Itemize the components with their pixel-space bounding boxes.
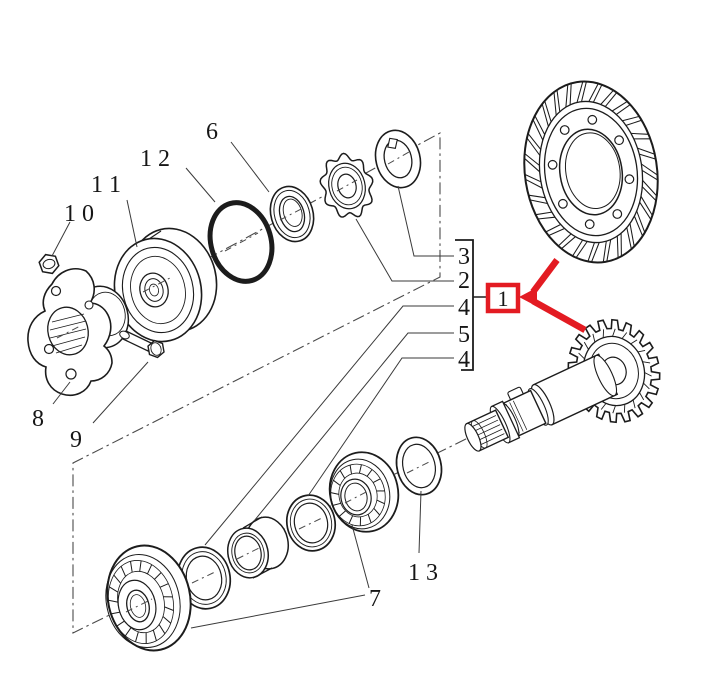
callout-8: 8 — [32, 406, 44, 432]
castellated-nut — [319, 152, 374, 218]
bracket-item-5: 5 — [458, 322, 470, 348]
red-arrowhead-icon — [519, 287, 537, 307]
callout-6: 6 — [206, 119, 218, 145]
bracket-item-4b: 4 — [458, 347, 470, 373]
seal-ring — [269, 185, 315, 243]
pinion-gear-shaft — [464, 318, 661, 452]
bearing-cup — [285, 494, 337, 552]
callout-10: 1 0 — [64, 201, 94, 227]
bracket-item-2: 2 — [458, 268, 470, 294]
red-arrow-to-crown-gear — [530, 258, 560, 294]
nut — [38, 253, 60, 275]
spacer — [227, 516, 289, 579]
pinion-shaft — [464, 353, 619, 452]
crown-gear — [523, 80, 659, 264]
yoke-flange — [27, 268, 130, 397]
callout-13: 1 3 — [408, 560, 438, 586]
tab-washer — [374, 129, 422, 189]
crown-gear-bolt-holes — [547, 114, 635, 230]
callout-12: 1 2 — [140, 146, 170, 172]
bracket-item-3: 3 — [458, 244, 470, 270]
callout-7: 7 — [369, 586, 381, 612]
shim-ring — [395, 436, 443, 496]
highlighted-ref-number: 1 — [498, 286, 509, 311]
callout-11: 1 1 — [91, 172, 121, 198]
callout-9: 9 — [70, 427, 82, 453]
bearing-cone — [328, 451, 400, 533]
selected-part-callout[interactable]: 1 — [485, 258, 587, 333]
red-arrow-to-pinion — [531, 298, 587, 333]
bearing-cone-2 — [105, 544, 192, 652]
group-bracket: 3 2 4 5 4 — [455, 239, 486, 373]
highlight-box[interactable] — [485, 282, 521, 314]
callout-leader-lines — [51, 141, 454, 629]
o-ring — [207, 200, 275, 284]
center-axis-bore-segments — [56, 151, 432, 613]
bracket-item-4: 4 — [458, 295, 470, 321]
callout-labels: 6 1 2 1 1 1 0 8 9 7 1 3 — [32, 119, 438, 612]
bolt — [119, 330, 165, 359]
